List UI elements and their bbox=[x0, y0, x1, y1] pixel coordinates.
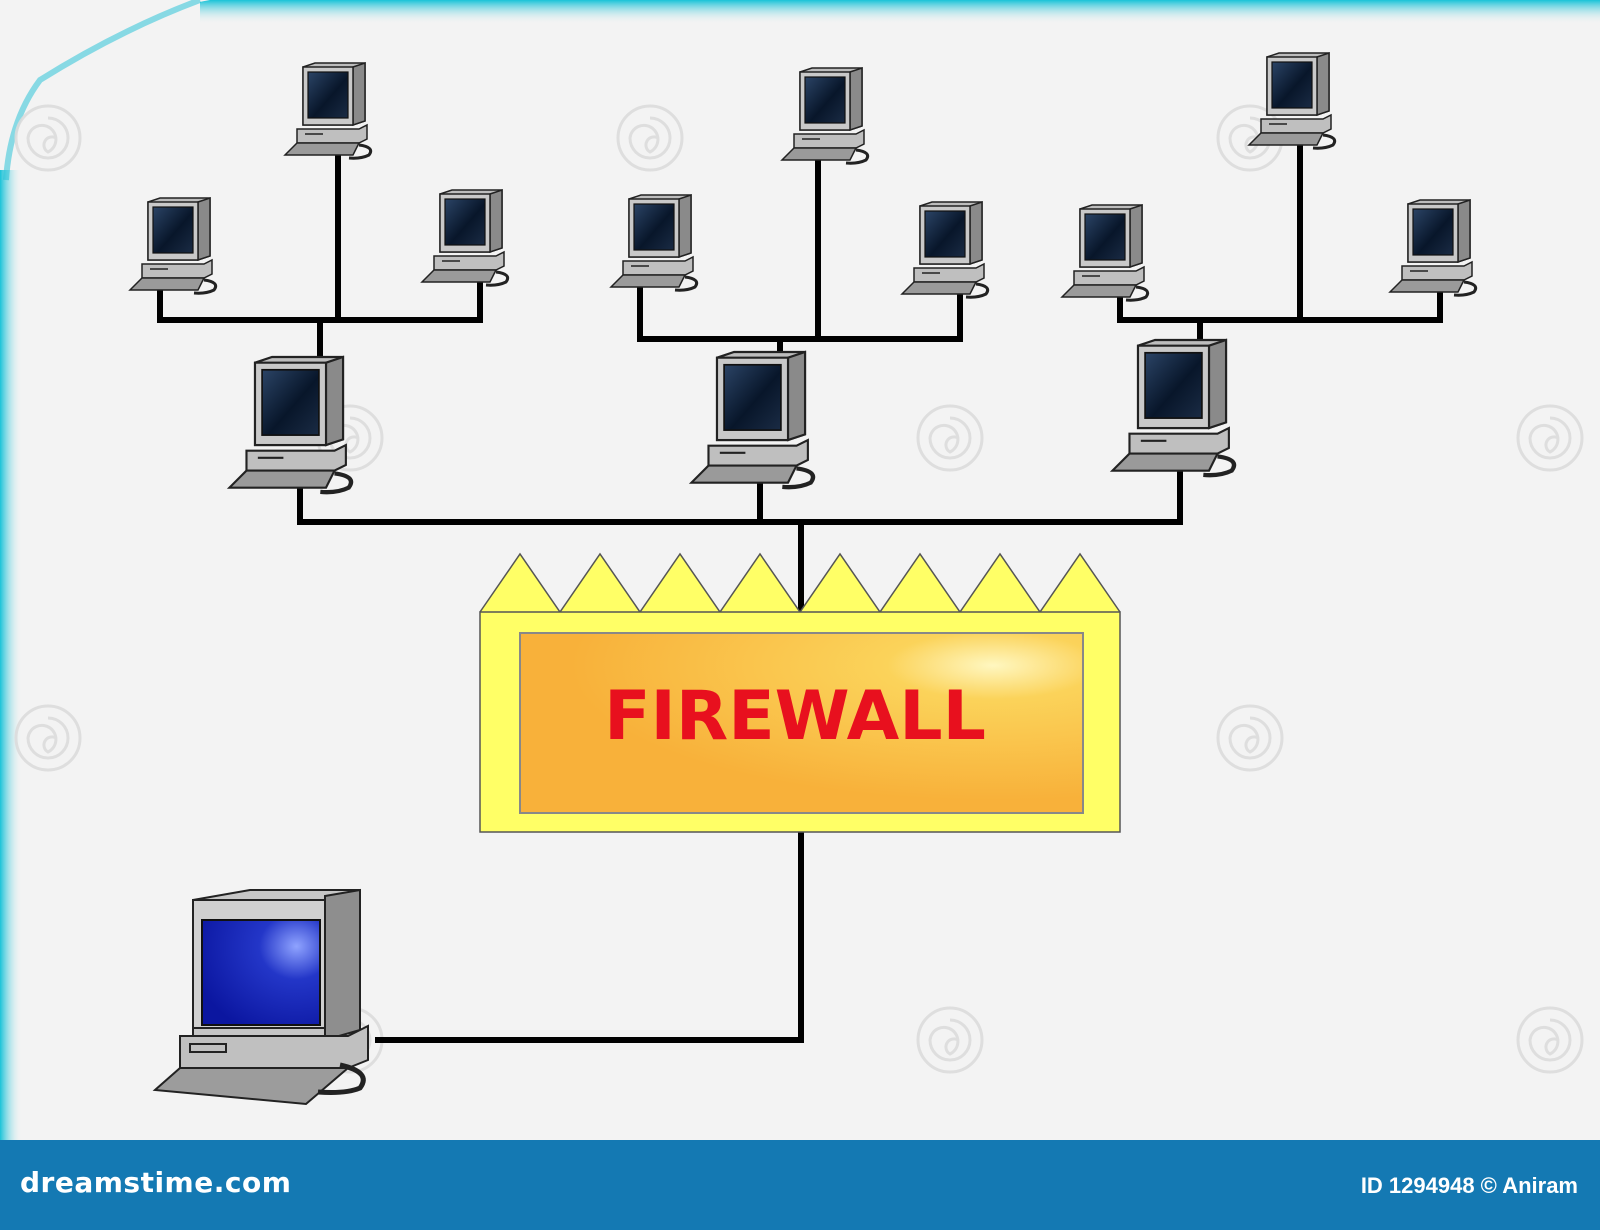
frame-left-glow bbox=[0, 170, 22, 1140]
firewall-label: FIREWALL bbox=[604, 677, 986, 756]
brand-label: dreamstime.com bbox=[20, 1166, 292, 1199]
firewall-block: FIREWALL bbox=[479, 552, 1121, 833]
network-diagram: FIREWALL bbox=[0, 0, 1600, 1140]
frame-top-glow bbox=[200, 0, 1600, 24]
network-links bbox=[157, 135, 1443, 1043]
firewall-plate bbox=[519, 632, 1084, 814]
image-credit: ID 1294948 © Aniram bbox=[1360, 1173, 1578, 1198]
footer-bar: dreamstime.com ID 1294948 © Aniram bbox=[0, 1140, 1600, 1230]
client-screen bbox=[201, 919, 321, 1026]
client-computer bbox=[152, 888, 369, 1106]
